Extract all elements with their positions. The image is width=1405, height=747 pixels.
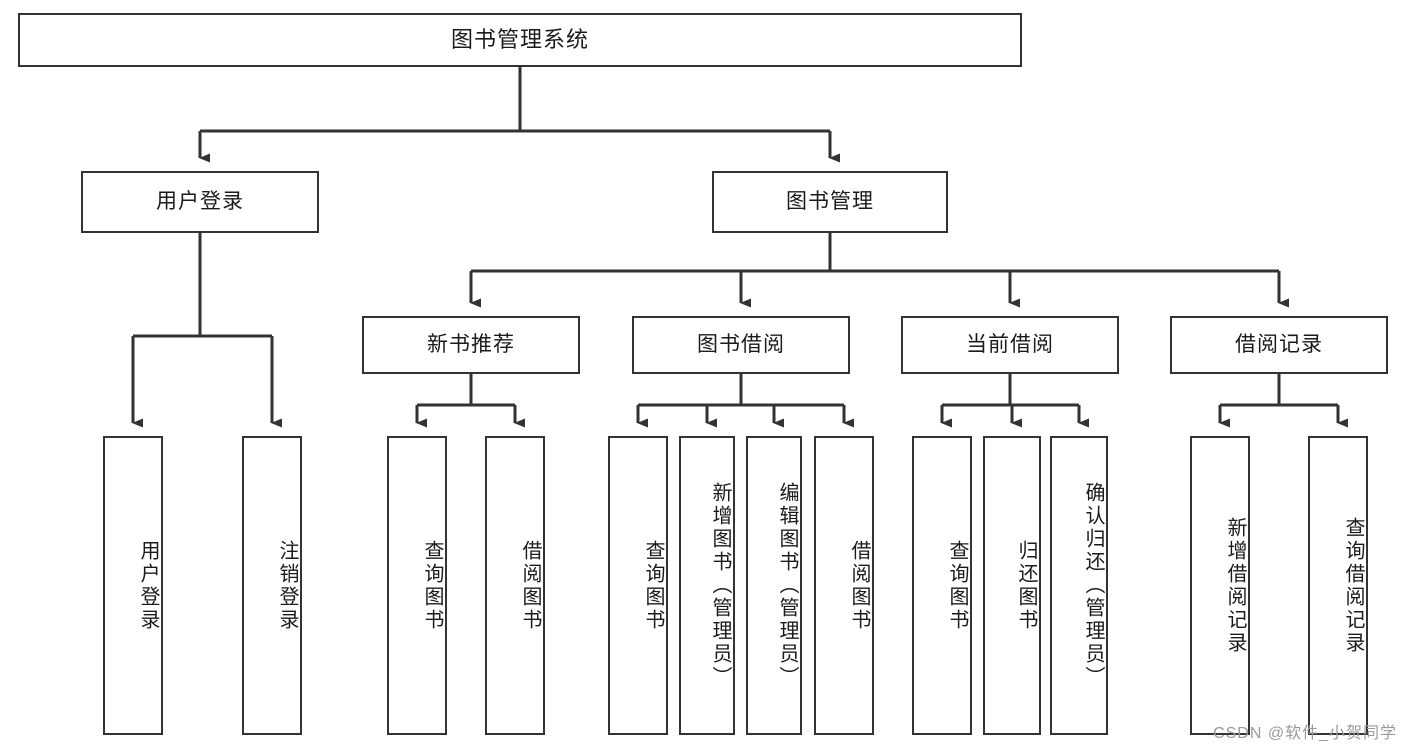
- csdn-watermark: CSDN @软件_小贺同学: [1213, 725, 1397, 742]
- leaf-add-book-admin-label: 新增图书（管理员）: [709, 482, 731, 689]
- node-book-borrow-label: 图书借阅: [697, 333, 785, 357]
- node-borrow-record[interactable]: 借阅记录: [1170, 316, 1388, 374]
- leaf-query-borrow-record[interactable]: 查询借阅记录: [1308, 436, 1368, 735]
- node-root-system-label: 图书管理系统: [450, 26, 589, 52]
- edge-user-login-to-leaves: [131, 233, 282, 428]
- leaf-confirm-return-admin[interactable]: 确认归还（管理员）: [1050, 436, 1108, 735]
- leaf-return-book-label: 归还图书: [1015, 539, 1037, 632]
- leaf-edit-book-admin-label: 编辑图书（管理员）: [776, 482, 798, 689]
- leaf-return-book[interactable]: 归还图书: [983, 436, 1041, 735]
- edge-book-management-to-level3: [469, 233, 1289, 308]
- edge-root-to-level2: [198, 67, 840, 163]
- node-book-management[interactable]: 图书管理: [712, 171, 948, 233]
- leaf-add-book-admin[interactable]: 新增图书（管理员）: [679, 436, 735, 735]
- leaf-query-book-borrow-label: 查询图书: [642, 539, 664, 632]
- leaf-query-borrow-record-label: 查询借阅记录: [1342, 516, 1364, 655]
- node-root-system[interactable]: 图书管理系统: [18, 13, 1022, 67]
- leaf-logout-label: 注销登录: [276, 539, 298, 632]
- edge-record-to-leaves: [1218, 374, 1348, 428]
- edge-borrow-to-leaves: [636, 374, 854, 428]
- node-current-borrow-label: 当前借阅: [966, 333, 1054, 357]
- node-new-book-recommend[interactable]: 新书推荐: [362, 316, 580, 374]
- leaf-query-book-current[interactable]: 查询图书: [912, 436, 972, 735]
- leaf-borrow-book[interactable]: 借阅图书: [814, 436, 874, 735]
- leaf-borrow-book-recommend[interactable]: 借阅图书: [485, 436, 545, 735]
- node-user-login-label: 用户登录: [156, 190, 244, 214]
- leaf-logout[interactable]: 注销登录: [242, 436, 302, 735]
- leaf-add-borrow-record-label: 新增借阅记录: [1224, 516, 1246, 655]
- node-new-book-recommend-label: 新书推荐: [427, 333, 515, 357]
- node-book-borrow[interactable]: 图书借阅: [632, 316, 850, 374]
- node-book-management-label: 图书管理: [786, 190, 874, 214]
- leaf-borrow-book-recommend-label: 借阅图书: [519, 539, 541, 632]
- edge-recommend-to-leaves: [415, 374, 525, 428]
- leaf-query-book-borrow[interactable]: 查询图书: [608, 436, 668, 735]
- leaf-user-login-label: 用户登录: [137, 539, 159, 632]
- leaf-confirm-return-admin-label: 确认归还（管理员）: [1082, 482, 1104, 689]
- leaf-query-book-recommend-label: 查询图书: [421, 539, 443, 632]
- leaf-user-login[interactable]: 用户登录: [103, 436, 163, 735]
- leaf-query-book-current-label: 查询图书: [946, 539, 968, 632]
- edge-current-to-leaves: [940, 374, 1089, 428]
- leaf-edit-book-admin[interactable]: 编辑图书（管理员）: [746, 436, 802, 735]
- leaf-borrow-book-label: 借阅图书: [848, 539, 870, 632]
- node-user-login[interactable]: 用户登录: [81, 171, 319, 233]
- node-borrow-record-label: 借阅记录: [1235, 333, 1323, 357]
- leaf-query-book-recommend[interactable]: 查询图书: [387, 436, 447, 735]
- node-current-borrow[interactable]: 当前借阅: [901, 316, 1119, 374]
- leaf-add-borrow-record[interactable]: 新增借阅记录: [1190, 436, 1250, 735]
